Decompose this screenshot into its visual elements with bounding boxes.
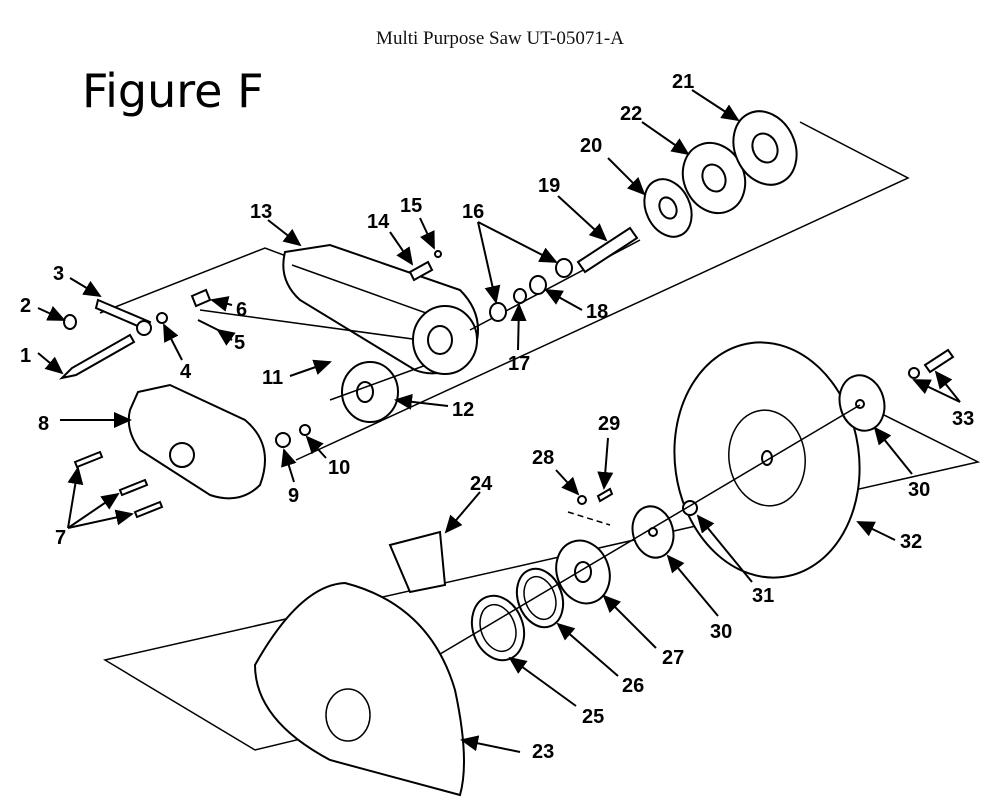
callout-17: 17 (508, 353, 530, 375)
callout-5: 5 (234, 332, 245, 354)
callout-28: 28 (532, 447, 554, 469)
callout-30b: 30 (710, 621, 732, 643)
callout-20: 20 (580, 135, 602, 157)
figure-label: Figure F (82, 64, 264, 118)
callout-31: 31 (752, 585, 774, 607)
callout-2: 2 (20, 295, 31, 317)
callout-23: 23 (532, 741, 554, 763)
callout-4: 4 (180, 361, 192, 383)
lower-assembly (253, 341, 955, 797)
callout-1: 1 (20, 345, 31, 367)
callout-7: 7 (55, 527, 66, 549)
callout-24: 24 (470, 473, 493, 495)
callout-numbers: 1 2 3 4 5 6 7 8 9 10 11 12 13 14 15 16 1… (20, 71, 974, 763)
callout-25: 25 (582, 706, 604, 728)
callout-15: 15 (400, 195, 422, 217)
blade-guard-part (253, 581, 465, 797)
callout-21: 21 (672, 71, 694, 93)
callout-19: 19 (538, 175, 560, 197)
page-title: Multi Purpose Saw UT-05071-A (376, 28, 624, 49)
upper-assembly (58, 110, 798, 519)
callout-14: 14 (367, 211, 390, 233)
callout-26: 26 (622, 675, 644, 697)
callout-16: 16 (462, 201, 484, 223)
belt-cover-part (127, 383, 266, 500)
callout-10: 10 (328, 457, 350, 479)
callout-3: 3 (53, 263, 64, 285)
callout-12: 12 (452, 399, 474, 421)
callout-8: 8 (38, 413, 49, 435)
callout-27: 27 (662, 647, 684, 669)
leader-lines (37, 89, 961, 753)
callout-30a: 30 (908, 479, 930, 501)
callout-6: 6 (236, 299, 247, 321)
callout-29: 29 (598, 413, 620, 435)
callout-18: 18 (586, 301, 608, 323)
callout-32: 32 (900, 531, 922, 553)
callout-9: 9 (288, 485, 299, 507)
callout-13: 13 (250, 201, 272, 223)
callout-22: 22 (620, 103, 642, 125)
callout-33: 33 (952, 408, 974, 430)
callout-11: 11 (262, 367, 283, 389)
